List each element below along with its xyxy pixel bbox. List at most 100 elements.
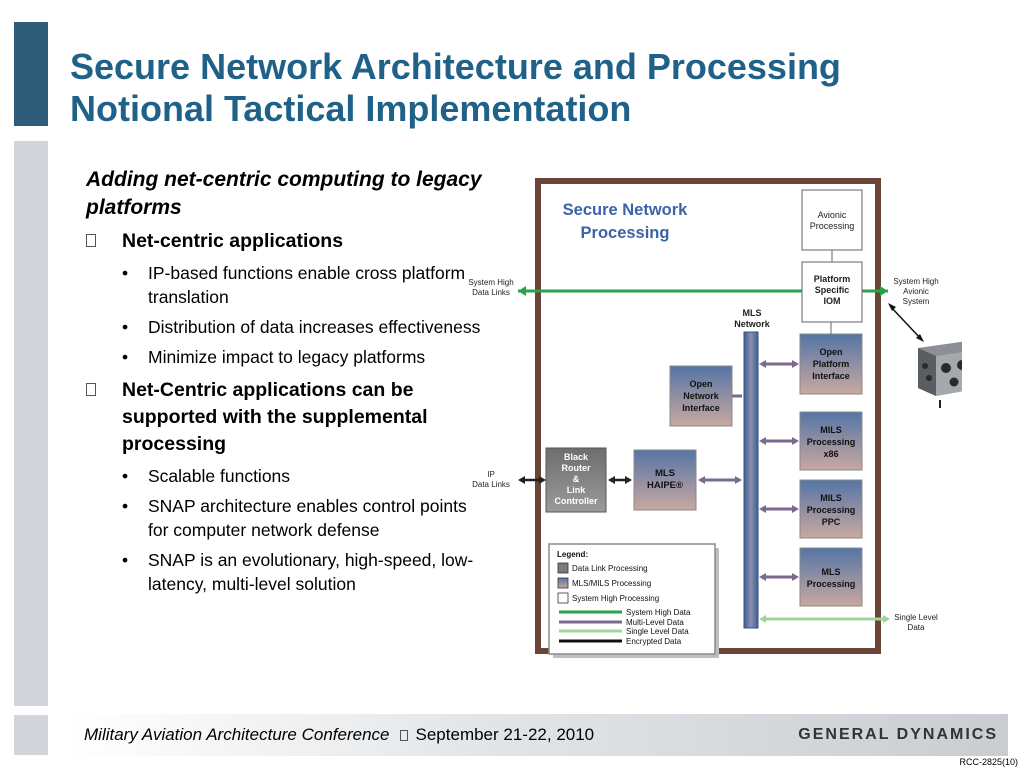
- opi-label-3: Interface: [812, 371, 850, 381]
- mls-processing-box: [799, 547, 863, 607]
- avionic-label-1: Avionic: [818, 210, 847, 220]
- haipe-label-2: HAIPE®: [647, 480, 683, 491]
- avionic-processing-box: [801, 189, 863, 251]
- dot-icon: [122, 464, 128, 488]
- psiom-label-3: IOM: [824, 296, 841, 306]
- conference-dates: September 21-22, 2010: [415, 725, 595, 744]
- haipe-arrow-icon: [625, 476, 632, 484]
- bullet-group-1: Net-centric applications IP-based functi…: [86, 228, 491, 369]
- oni-label-2: Network: [683, 391, 720, 401]
- bullet-heading-text: Net-centric applications: [122, 230, 344, 252]
- dot-icon: [122, 345, 128, 369]
- bullet-heading-text: Net-Centric applications can be supporte…: [122, 379, 428, 455]
- psiom-label-1: Platform: [814, 274, 851, 284]
- haipe-label-1: MLS: [655, 468, 675, 479]
- subheading: Adding net-centric computing to legacy p…: [86, 168, 482, 219]
- bus-to-right-connectors: [762, 362, 796, 579]
- bullet-heading: Net-Centric applications can be supporte…: [86, 377, 491, 458]
- dot-icon: [122, 548, 128, 572]
- legend-system-high-proc: System High Processing: [572, 594, 659, 603]
- sub-bullet: SNAP architecture enables control points…: [86, 494, 491, 542]
- hardware-arrow-bottom-icon: [916, 334, 924, 342]
- legend-box: [548, 543, 716, 655]
- haipe-bus-arrow-right-icon: [735, 476, 742, 484]
- single-level-arrow-left-icon: [759, 615, 766, 623]
- arrow-head-left-icon: [518, 286, 526, 296]
- mls-network-bus: [743, 331, 759, 629]
- ip-data-links-label-1: IP: [487, 470, 495, 479]
- black-label-4: Link: [567, 485, 586, 495]
- legend-data-link: Data Link Processing: [572, 564, 648, 573]
- side-accent-bar: [14, 22, 48, 126]
- bullet-list: Adding net-centric computing to legacy p…: [86, 166, 491, 604]
- dot-icon: [122, 494, 128, 518]
- platform-specific-iom-box: [801, 261, 863, 323]
- single-level-data-label-2: Data: [908, 623, 925, 632]
- arrow-head-right-icon: [880, 286, 888, 296]
- router-arrow-icon: [608, 476, 615, 484]
- dot-icon: [122, 261, 128, 285]
- sub-bullet: Minimize impact to legacy platforms: [86, 345, 491, 369]
- mls-network-label-2: Network: [734, 319, 771, 329]
- connector-arrow-icons: [759, 360, 799, 581]
- conference-name: Military Aviation Architecture Conferenc…: [84, 725, 390, 744]
- sub-bullet-text: Distribution of data increases effective…: [148, 317, 481, 337]
- sub-bullet-text: IP-based functions enable cross platform…: [148, 263, 466, 307]
- mils-processing-x86-box: [799, 411, 863, 471]
- legend-multi-level-data: Multi-Level Data: [626, 618, 684, 627]
- mls-haipe-box: [633, 449, 697, 511]
- milsppc-label-2: Processing: [807, 505, 856, 515]
- mlsproc-label-1: MLS: [822, 567, 841, 577]
- sub-bullet: Distribution of data increases effective…: [86, 315, 491, 339]
- haipe-bus-arrow-left-icon: [698, 476, 705, 484]
- side-gray-bar: [14, 141, 48, 706]
- sub-bullet: SNAP is an evolutionary, high-speed, low…: [86, 548, 491, 596]
- milsppc-label-3: PPC: [822, 517, 841, 527]
- single-level-data-label-1: Single Level: [894, 613, 938, 622]
- hardware-connector-line: [889, 305, 923, 341]
- opi-label-1: Open: [819, 347, 842, 357]
- avionic-label-2: Processing: [810, 221, 855, 231]
- footer-text: Military Aviation Architecture Conferenc…: [84, 725, 594, 745]
- open-platform-interface-box: [799, 333, 863, 395]
- black-label-3: &: [573, 474, 580, 484]
- mils-processing-ppc-box: [799, 479, 863, 539]
- side-gray-bar-bottom: [14, 715, 48, 755]
- ip-data-links-label-2: Data Links: [472, 480, 510, 489]
- dot-icon: [122, 315, 128, 339]
- legend-encrypted-data: Encrypted Data: [626, 637, 682, 646]
- mils86-label-1: MILS: [820, 425, 842, 435]
- oni-label-1: Open: [689, 379, 712, 389]
- legend-mls-mils: MLS/MILS Processing: [572, 579, 651, 588]
- sub-bullet: Scalable functions: [86, 464, 491, 488]
- system-high-data-links-label-1: System High: [468, 278, 513, 287]
- system-high-avionic-label-2: Avionic: [903, 287, 929, 296]
- black-label-2: Router: [562, 463, 591, 473]
- avionics-hardware-unit-image: [918, 340, 992, 408]
- system-high-avionic-label-3: System: [903, 297, 930, 306]
- system-high-data-links-label-2: Data Links: [472, 288, 510, 297]
- separator-square-icon: [399, 730, 408, 741]
- title-line-1: Secure Network Architecture and Processi…: [70, 46, 841, 87]
- opi-label-2: Platform: [813, 359, 850, 369]
- sub-bullet-text: Minimize impact to legacy platforms: [148, 347, 426, 367]
- sub-bullet-text: SNAP architecture enables control points…: [148, 496, 467, 540]
- sub-bullet: IP-based functions enable cross platform…: [86, 261, 491, 309]
- legend-title: Legend:: [557, 550, 588, 559]
- sub-bullet-text: SNAP is an evolutionary, high-speed, low…: [148, 550, 474, 594]
- single-level-arrow-right-icon: [883, 615, 890, 623]
- bullet-heading: Net-centric applications: [86, 228, 491, 255]
- sub-bullet-text: Scalable functions: [148, 466, 291, 486]
- psiom-label-2: Specific: [815, 285, 850, 295]
- ip-arrow-left-icon: [518, 476, 525, 484]
- footer-bar: Military Aviation Architecture Conferenc…: [64, 714, 1008, 756]
- milsppc-label-1: MILS: [820, 493, 842, 503]
- mils86-label-2: Processing: [807, 437, 856, 447]
- mlsproc-label-2: Processing: [807, 579, 856, 589]
- oni-label-3: Interface: [682, 403, 720, 413]
- architecture-diagram: Secure Network Processing Avionic Proces…: [462, 172, 992, 662]
- diagram-title-line-2: Processing: [581, 224, 670, 242]
- company-logo: GENERAL DYNAMICS: [798, 726, 998, 743]
- legend-swatch-data-link: [557, 562, 569, 574]
- ip-arrow-right-icon: [539, 476, 546, 484]
